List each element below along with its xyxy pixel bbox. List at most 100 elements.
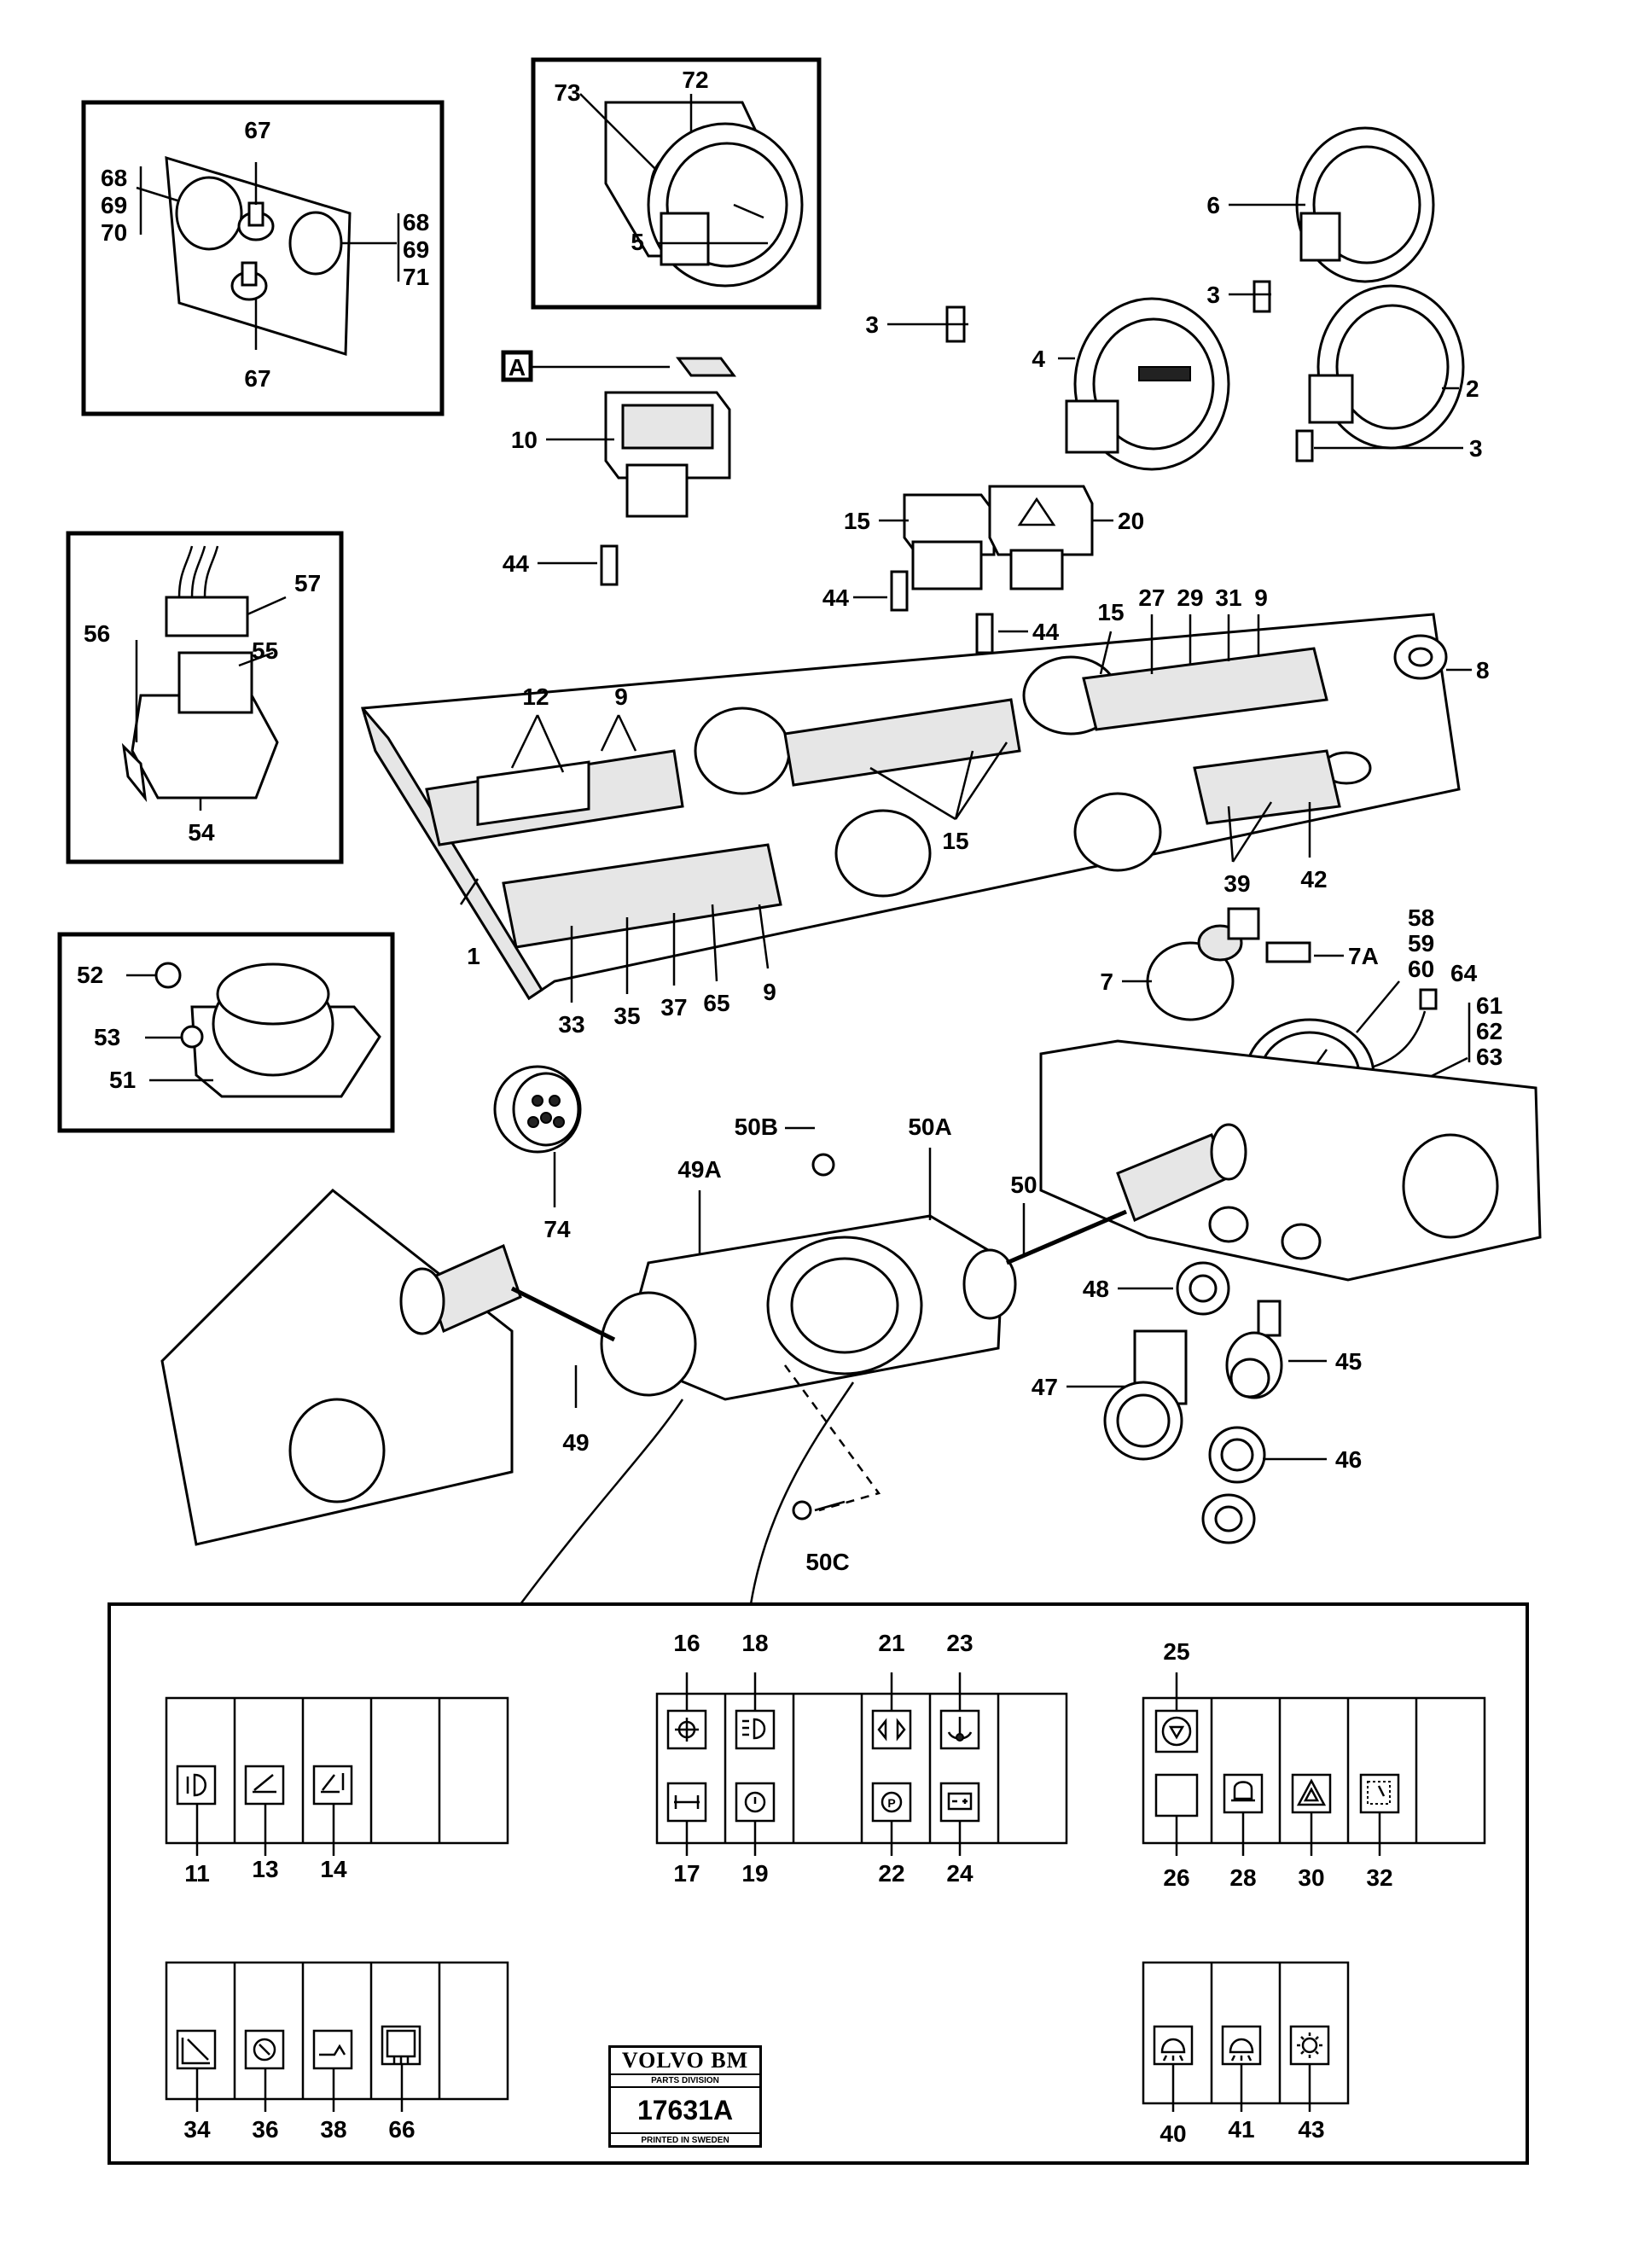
callout-64: 64 [1450, 960, 1478, 986]
legend-label-11: 11 [184, 1860, 210, 1887]
callout-72: 72 [682, 67, 708, 93]
lamp-48 [1176, 1261, 1230, 1316]
callout-10: 10 [511, 427, 538, 453]
callout-60: 60 [1408, 956, 1434, 982]
callout-53: 53 [94, 1024, 120, 1050]
rear-window-heater-icon [1367, 1781, 1391, 1805]
callout-47: 47 [1032, 1374, 1058, 1400]
callout-59: 59 [1408, 930, 1434, 957]
dash-panel [361, 613, 1461, 1001]
gauge-5 [647, 122, 804, 288]
callout-73: 73 [554, 79, 580, 106]
work-light-rear-icon [1229, 2038, 1254, 2062]
callout-68: 68 [101, 165, 127, 191]
callout-27: 27 [1138, 584, 1165, 611]
coolant-temp-icon [947, 1717, 973, 1742]
brake-warning-icon [744, 1791, 766, 1813]
callout-44: 44 [822, 584, 850, 611]
callout-8: 8 [1476, 657, 1490, 683]
callout-50: 50 [1010, 1172, 1037, 1198]
callout-3: 3 [1469, 435, 1483, 462]
ignition-switch [1146, 907, 1311, 1021]
callout-29: 29 [1177, 584, 1203, 611]
legend-label-22: 22 [878, 1860, 904, 1887]
right-stalk [1006, 1123, 1247, 1265]
callout-61: 61 [1476, 992, 1502, 1019]
inset-buzzer [57, 932, 395, 1133]
gauge-6 [1295, 126, 1435, 283]
legend-label-23: 23 [946, 1630, 973, 1656]
callout-4: 4 [1032, 346, 1045, 372]
legend-label-18: 18 [741, 1630, 768, 1656]
callout-3: 3 [865, 311, 879, 338]
callout-3: 3 [1206, 282, 1220, 308]
callout-31: 31 [1215, 584, 1241, 611]
callout-52: 52 [77, 962, 103, 988]
legend-label-41: 41 [1228, 2116, 1254, 2143]
column-switch-body [600, 1214, 1017, 1401]
high-beam-icon [742, 1718, 766, 1740]
callout-45: 45 [1335, 1348, 1362, 1375]
svg-text:P: P [887, 1796, 895, 1810]
callout-49A: 49A [677, 1156, 721, 1183]
axle-lock-icon [674, 1795, 700, 1809]
callout-9: 9 [614, 683, 628, 710]
callout-1: 1 [467, 943, 480, 969]
right-cowl [1039, 1039, 1542, 1282]
legend-label-36: 36 [252, 2116, 278, 2143]
gear-icon [253, 2038, 276, 2062]
engine-icon [675, 1718, 699, 1742]
legend-label-13: 13 [252, 1856, 278, 1882]
oil-pressure-icon [1161, 1716, 1192, 1747]
callout-12: 12 [522, 683, 549, 710]
callout-56: 56 [84, 620, 110, 647]
legend-label-32: 32 [1366, 1864, 1392, 1891]
callout-7: 7 [1100, 968, 1113, 995]
stamp-printed: PRINTED IN SWEDEN [641, 2136, 729, 2145]
switch-10 [604, 391, 731, 518]
gauge-4 [1065, 297, 1230, 471]
callout-9: 9 [1254, 584, 1268, 611]
legend-label-17: 17 [673, 1860, 700, 1887]
callout-2: 2 [1466, 375, 1479, 402]
left-stalk [399, 1243, 616, 1342]
horn-icon [319, 2044, 346, 2056]
callout-15: 15 [942, 828, 968, 854]
inset-toggle-panel [81, 100, 445, 416]
stamp-brand: VOLVO BM [611, 2048, 759, 2075]
legend-label-66: 66 [388, 2116, 415, 2143]
callout-57: 57 [294, 570, 321, 596]
callout-49: 49 [562, 1429, 589, 1456]
callout-63: 63 [1476, 1044, 1502, 1070]
seat-heater-icon [386, 2029, 416, 2063]
callout-51: 51 [109, 1067, 136, 1093]
callout-39: 39 [1223, 870, 1250, 897]
callout-9: 9 [763, 979, 776, 1005]
legend-label-30: 30 [1298, 1864, 1324, 1891]
callout-A: A [509, 354, 526, 381]
callout-44: 44 [1032, 619, 1060, 645]
legend-label-14: 14 [320, 1856, 347, 1882]
switch-15 [903, 493, 996, 590]
legend-label-34: 34 [183, 2116, 211, 2143]
headlight-icon [186, 1773, 206, 1797]
callout-50A: 50A [908, 1114, 951, 1140]
callout-68: 68 [403, 209, 429, 236]
beacon-icon [1231, 1781, 1255, 1802]
legend-label-21: 21 [878, 1630, 904, 1656]
stamp-division: PARTS DIVISION [611, 2075, 759, 2088]
callout-69: 69 [403, 236, 429, 263]
callout-7A: 7A [1348, 943, 1379, 969]
callout-48: 48 [1083, 1276, 1109, 1302]
callout-20: 20 [1118, 508, 1144, 534]
wiper-rear-icon [321, 1773, 345, 1794]
callout-35: 35 [613, 1003, 640, 1029]
cab-light-icon [1297, 2032, 1322, 2058]
wiper-icon [253, 1774, 276, 1794]
callout-58: 58 [1408, 904, 1434, 931]
callout-62: 62 [1476, 1018, 1502, 1044]
legend-label-40: 40 [1160, 2120, 1186, 2147]
callout-50C: 50C [805, 1549, 849, 1575]
stamp-number: 17631A [611, 2088, 759, 2134]
